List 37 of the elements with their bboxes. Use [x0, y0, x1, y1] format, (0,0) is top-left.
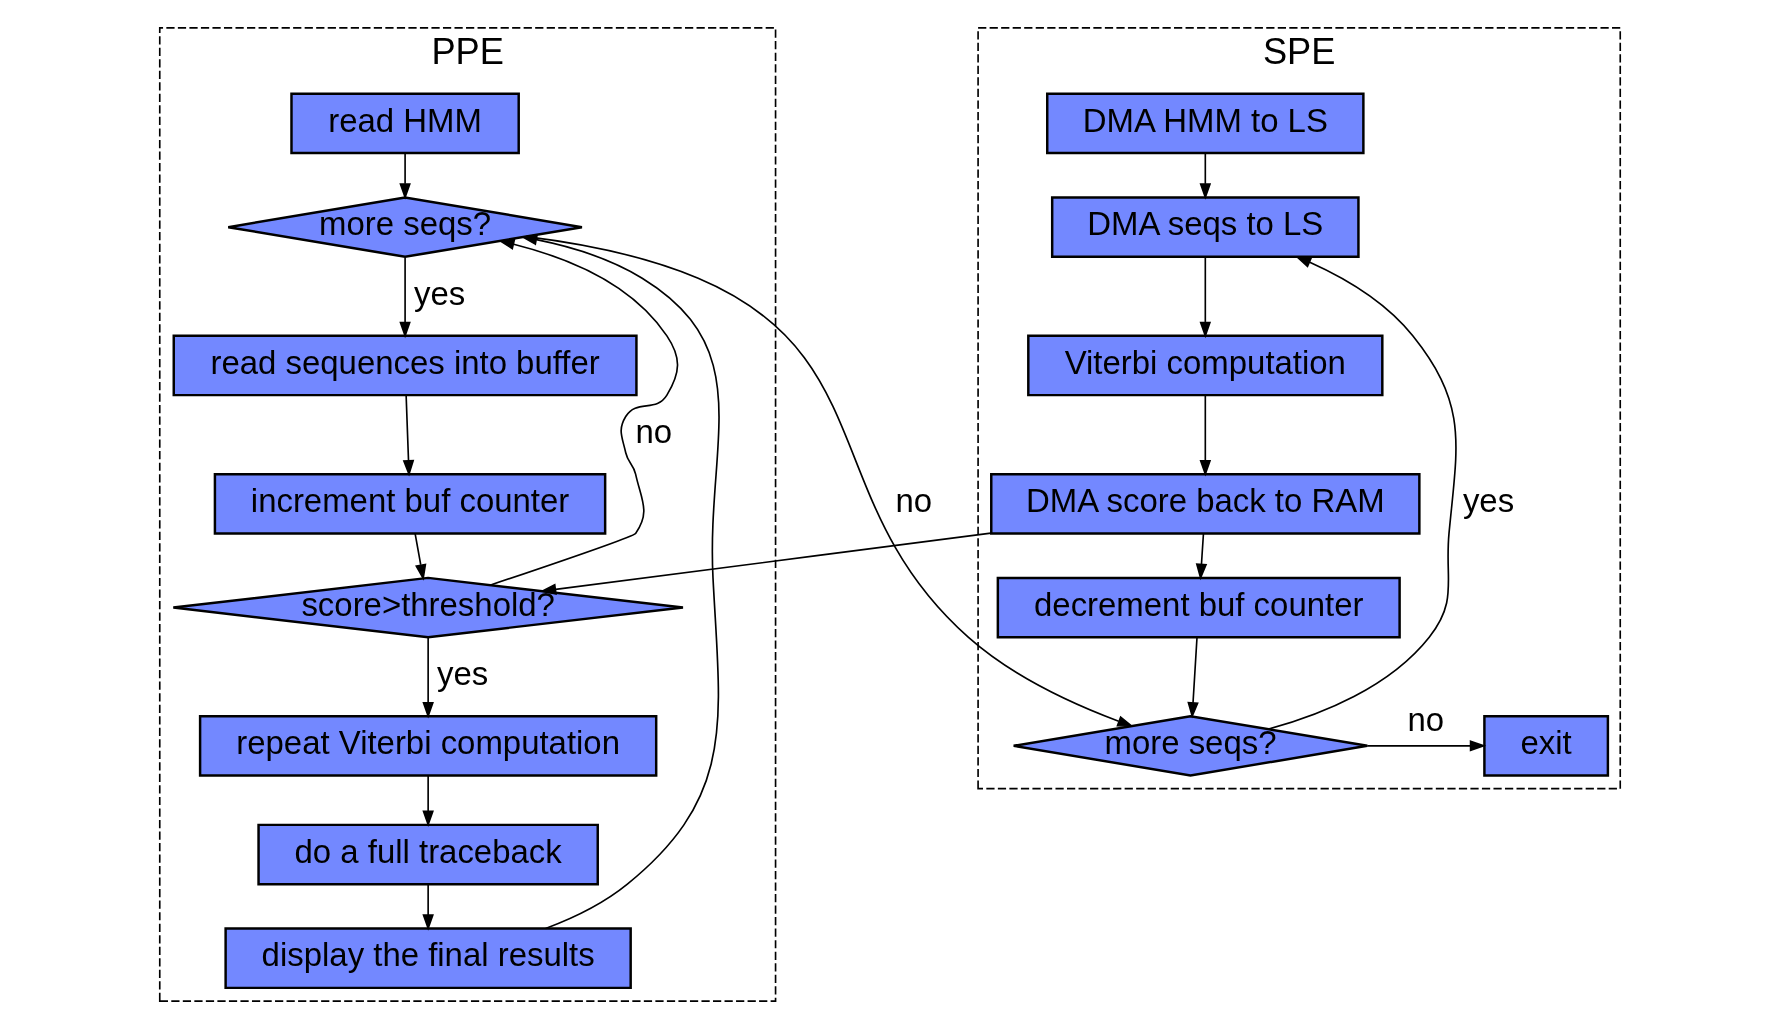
arrow: [520, 234, 720, 930]
arrow: [421, 637, 434, 719]
arrow: [402, 394, 414, 477]
arrow: [421, 774, 434, 828]
edge-label: yes: [1462, 482, 1514, 520]
node-diamond: score>threshold?: [171, 576, 684, 639]
node-box: DMA HMM to LS: [1045, 92, 1365, 155]
edge-label: no: [1406, 701, 1444, 739]
arrow: [413, 533, 426, 581]
node-box: display the final results: [223, 927, 632, 990]
arrow: [489, 238, 678, 586]
edge-label: yes: [436, 654, 488, 692]
arrow: [1199, 256, 1211, 339]
arrow: [1195, 533, 1207, 581]
node-box: read HMM: [289, 92, 520, 155]
arrow: [398, 256, 411, 339]
node-box: do a full traceback: [256, 823, 599, 886]
arrow: [1199, 394, 1211, 477]
node-box: exit: [1482, 714, 1609, 777]
edge-label: no: [634, 412, 672, 450]
node-box: decrement buf counter: [996, 576, 1401, 639]
arrow: [1186, 637, 1199, 719]
arrow: [539, 532, 992, 596]
arrow: [1266, 255, 1457, 730]
arrow: [398, 152, 411, 200]
arrow: [1365, 740, 1486, 752]
node-box: increment buf counter: [213, 472, 606, 535]
edge-label: no: [895, 482, 932, 520]
arrow: [1199, 152, 1211, 200]
node-diamond: more seqs?: [226, 196, 583, 259]
node-box: repeat Viterbi computation: [198, 714, 657, 777]
node-box: DMA seqs to LS: [1050, 196, 1360, 259]
node-box: DMA score back to RAM: [989, 472, 1421, 535]
edge-label: yes: [413, 274, 465, 312]
node-box: Viterbi computation: [1026, 334, 1384, 397]
node-box: read sequences into buffer: [172, 334, 638, 397]
arrow: [421, 883, 434, 931]
